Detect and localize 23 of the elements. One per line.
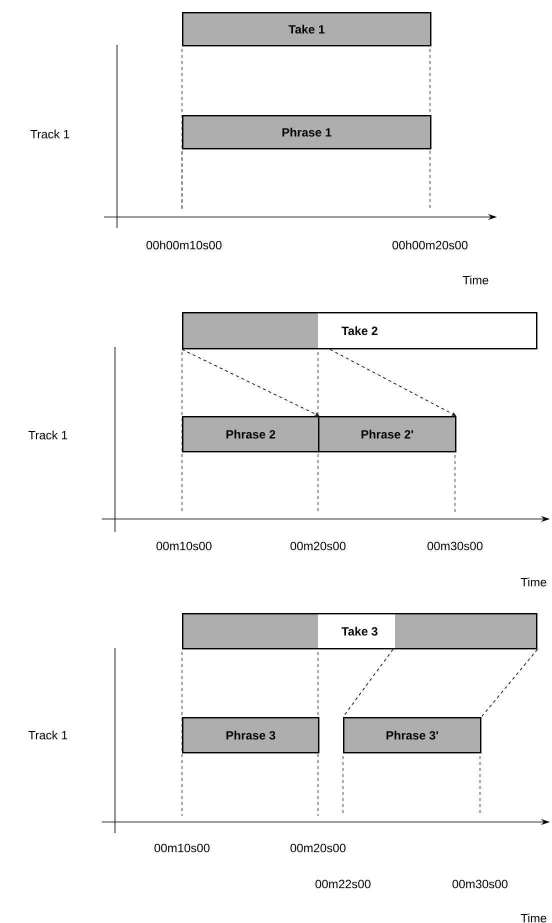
- phrase-bar: Phrase 3: [182, 717, 320, 754]
- time-code: 00m30s00: [427, 542, 483, 550]
- track-label: Track 1: [28, 730, 68, 740]
- axis-label: Time: [520, 578, 546, 586]
- time-code: 00m20s00: [290, 844, 346, 852]
- take-bar: Take 2: [182, 312, 538, 350]
- track-label: Track 1: [30, 130, 70, 138]
- phrase-bar: Phrase 3': [343, 717, 482, 754]
- phrase-bar: Phrase 2: [182, 416, 320, 452]
- axis-label: Time: [520, 914, 546, 922]
- phrase-bar: Phrase 2': [318, 416, 456, 452]
- phrase-bar: Phrase 1: [182, 115, 432, 150]
- time-code: 00m10s00: [156, 542, 212, 550]
- time-code: 00h00m20s00: [392, 240, 468, 250]
- time-code: 00h00m10s00: [146, 240, 222, 250]
- time-code: 00m22s00: [315, 880, 371, 888]
- axis-label: Time: [462, 276, 488, 284]
- time-code: 00m10s00: [154, 844, 210, 852]
- take-bar: Take 3: [182, 613, 538, 650]
- time-code: 00m30s00: [452, 880, 508, 888]
- take-bar: Take 1: [182, 12, 432, 46]
- track-label: Track 1: [28, 430, 68, 440]
- time-code: 00m20s00: [290, 542, 346, 550]
